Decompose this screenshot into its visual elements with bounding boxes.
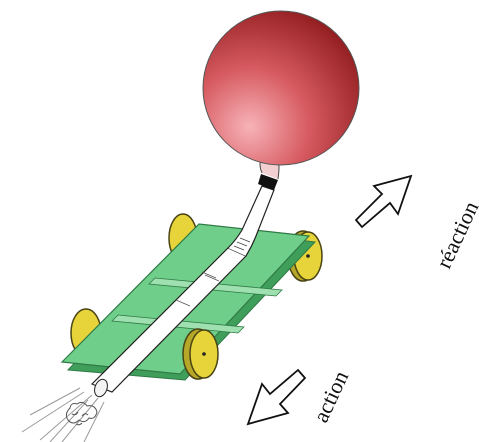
- action-label: action: [308, 367, 353, 426]
- arrow-up-right-icon: [354, 174, 413, 229]
- balloon: [202, 10, 360, 166]
- wheel-front-right: [182, 328, 219, 380]
- arrow-down-left-icon: [246, 368, 307, 426]
- straw: [90, 185, 275, 398]
- exhaust-puff: [65, 401, 98, 426]
- reaction-label: réaction: [431, 197, 479, 272]
- exhaust-air-lines: [21, 387, 105, 442]
